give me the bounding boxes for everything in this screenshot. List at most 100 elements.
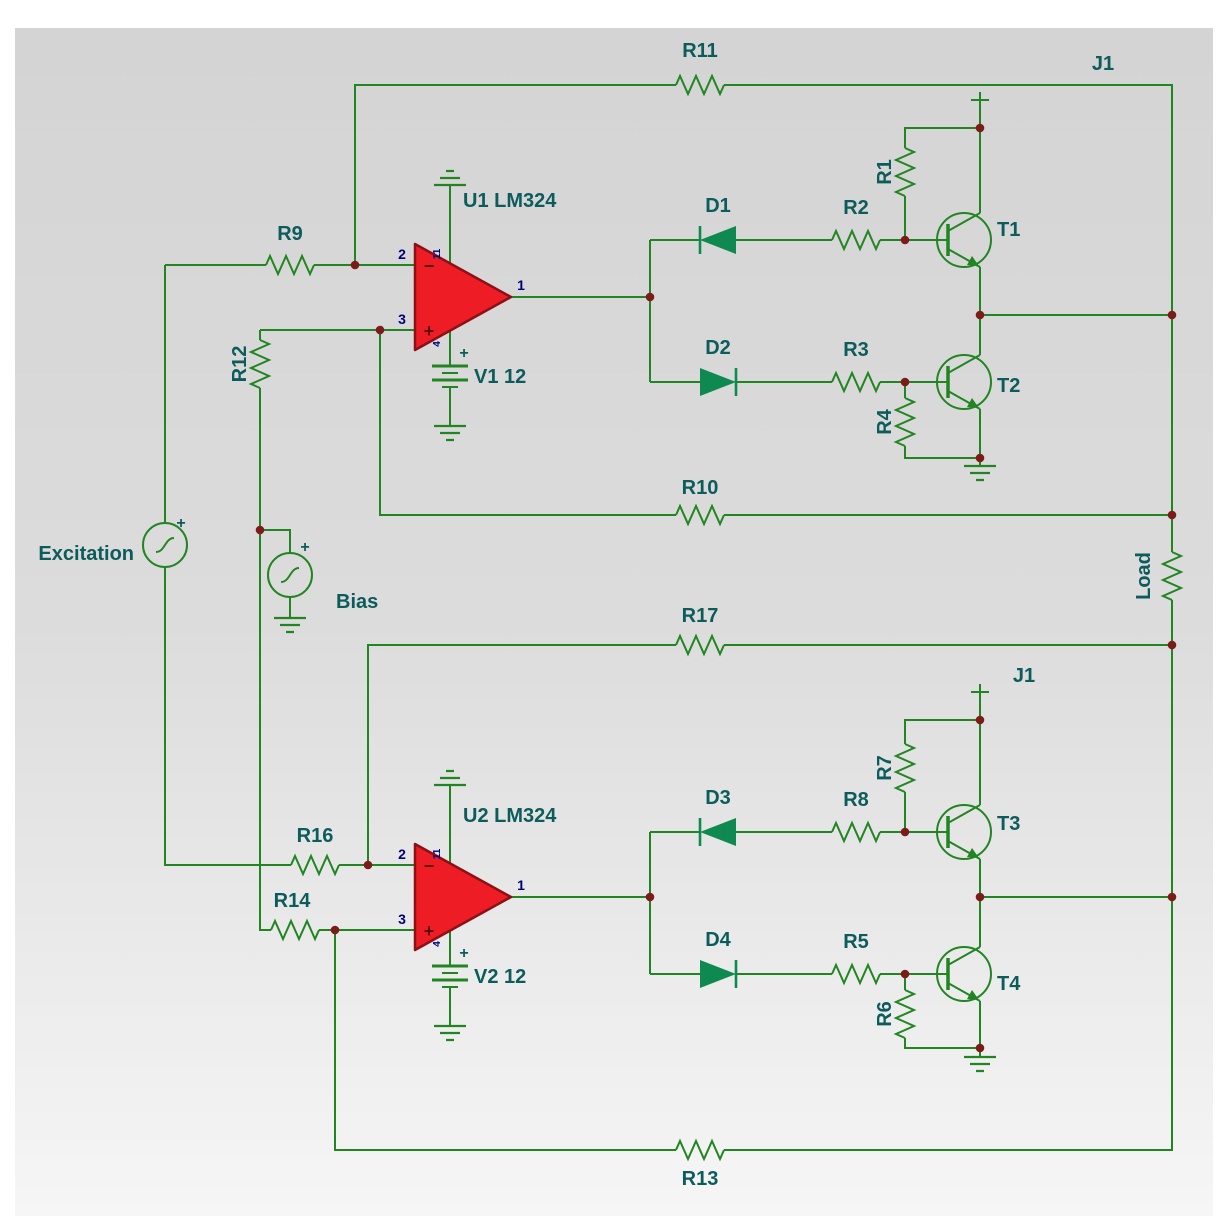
pin-number-negative-supply: 11 [432,248,443,259]
resistor-r4[interactable]: R4 [874,397,915,447]
resistor-label: R4 [874,408,896,434]
transistor-t3[interactable]: T3 [935,803,1020,861]
wire-net-bottom-half [449,692,1172,1057]
pin-number-output: 1 [517,277,525,293]
diode-d1[interactable]: D1 [698,195,738,256]
resistor-r11[interactable]: R11 [675,40,725,95]
connector-j1-bottom[interactable]: J1 [970,665,1035,693]
resistor-r3[interactable]: R3 [831,339,881,392]
resistor-label: R1 [874,159,896,185]
resistor-r6[interactable]: R6 [874,989,915,1039]
resistor-label: R6 [874,1001,896,1027]
resistor-label: R11 [682,40,718,62]
junction-dot [975,453,985,463]
source-label: Excitation [38,543,134,565]
resistor-r17[interactable]: R17 [675,605,725,655]
resistor-r1[interactable]: R1 [874,147,915,197]
junction-dot [1167,510,1177,520]
battery-v1[interactable]: + V1 12 [430,345,526,389]
wire-net-top-half [449,100,1172,466]
transistor-label: T1 [997,219,1020,241]
diode-d3[interactable]: D3 [698,787,738,848]
resistor-load[interactable]: Load [1133,551,1182,601]
resistor-label: R9 [277,223,303,245]
opamp-u1[interactable]: − + U1 LM324 2 3 1 11 4 [398,190,557,352]
resistor-label: R12 [229,346,251,383]
source-label: Bias [336,591,378,613]
junction-dot [1167,892,1177,902]
connector-label: J1 [1013,665,1035,687]
junction-dot [975,1043,985,1053]
wire-net-left [164,84,1173,1151]
resistor-label: R16 [297,825,334,847]
resistor-r12[interactable]: R12 [229,339,270,389]
resistor-r13[interactable]: R13 [675,1140,725,1190]
opamp-noninverting-sign: + [424,321,435,341]
battery-plus-sign: + [459,945,468,962]
transistor-t1[interactable]: T1 [935,211,1020,269]
connector-j1-top[interactable]: J1 [970,53,1114,101]
transistor-t2[interactable]: T2 [935,353,1020,411]
pin-number-noninverting: 3 [398,911,406,927]
junction-dot [900,377,910,387]
junction-dot [255,525,265,535]
pin-number-inverting: 2 [398,846,406,862]
opamp-label: U2 LM324 [463,805,557,827]
resistor-label: R8 [843,789,869,811]
opamp-triangle [413,842,513,952]
opamp-inverting-sign: − [424,856,435,876]
junction-dot [363,860,373,870]
resistor-r10[interactable]: R10 [675,477,725,525]
resistor-r8[interactable]: R8 [831,789,881,842]
resistor-r2[interactable]: R2 [831,197,881,250]
resistor-label: R5 [843,931,869,953]
diode-label: D3 [705,787,731,809]
pin-number-positive-supply: 4 [432,341,443,347]
junction-dot [975,123,985,133]
battery-label: V1 12 [474,366,526,388]
pin-number-inverting: 2 [398,246,406,262]
diode-label: D4 [705,929,731,951]
resistor-r14[interactable]: R14 [270,890,320,940]
battery-label: V2 12 [474,966,526,988]
transistor-t4[interactable]: T4 [935,945,1021,1003]
resistor-label: R7 [874,755,896,781]
pin-number-positive-supply: 4 [432,941,443,947]
junction-dot [330,925,340,935]
junction-dot [900,827,910,837]
connector-label: J1 [1092,53,1114,75]
diode-label: D2 [705,337,731,359]
opamp-u2[interactable]: − + U2 LM324 2 3 1 11 4 [398,805,557,952]
opamp-noninverting-sign: + [424,921,435,941]
resistor-label: Load [1133,552,1155,600]
junction-dot [1167,310,1177,320]
junction-dot [975,715,985,725]
resistor-label: R13 [682,1168,719,1190]
battery-v2[interactable]: + V2 12 [430,945,526,989]
junction-dot [1167,640,1177,650]
junction-dot [350,260,360,270]
wires [164,84,1173,1151]
schematic-sheet [15,28,1213,1216]
diode-d2[interactable]: D2 [698,337,738,398]
junction-dot [975,310,985,320]
opamp-label: U1 LM324 [463,190,557,212]
resistor-r9[interactable]: R9 [265,223,315,275]
diode-label: D1 [705,195,731,217]
battery-plus-sign: + [459,345,468,362]
source-bias[interactable]: + Bias [267,539,378,613]
junction-dot [900,235,910,245]
pin-number-output: 1 [517,877,525,893]
source-plus-sign: + [176,515,185,532]
source-excitation[interactable]: + Excitation [38,515,188,568]
transistor-label: T2 [997,375,1020,397]
resistor-r5[interactable]: R5 [831,931,881,984]
resistor-r16[interactable]: R16 [290,825,340,875]
pin-number-noninverting: 3 [398,311,406,327]
resistor-r7[interactable]: R7 [874,743,915,793]
junction-dot [645,892,655,902]
junction-dot [975,892,985,902]
diode-d4[interactable]: D4 [698,929,738,990]
pin-number-negative-supply: 11 [432,848,443,859]
